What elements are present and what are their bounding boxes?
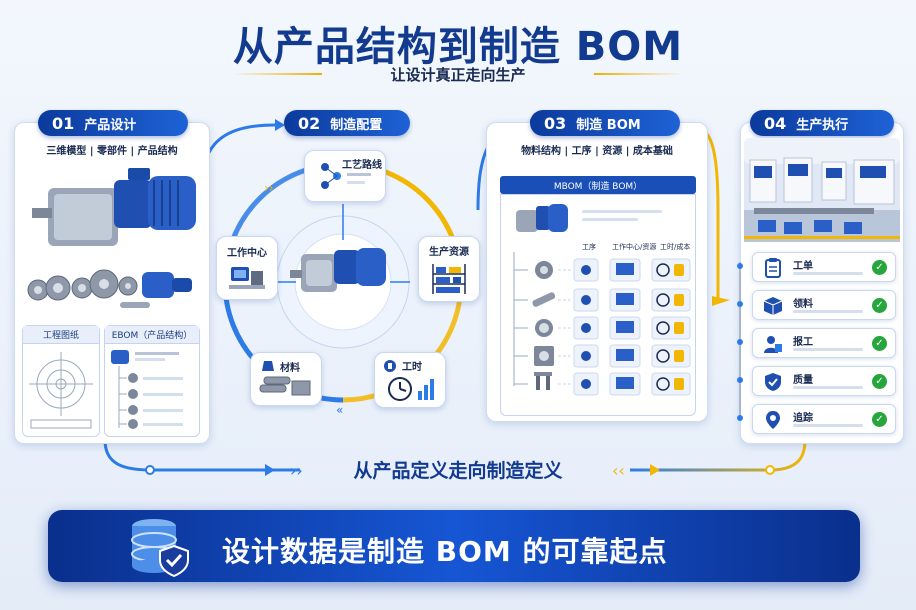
box-icon <box>763 297 783 315</box>
task-quality[interactable]: 质量 ✓ <box>752 366 896 396</box>
step-04-label: 生产执行 <box>796 117 849 133</box>
ebom-card: EBOM（产品结构） <box>104 325 200 437</box>
database-shield-icon <box>131 519 189 578</box>
mbom-header: MBOM（制造 BOM） <box>500 176 696 194</box>
gearbox-3d-model-image <box>32 168 196 246</box>
task-tracking-bar <box>793 424 863 427</box>
check-icon: ✓ <box>872 412 887 427</box>
step-03-badge: 03 制造 BOM <box>530 110 680 136</box>
task-work-order-label: 工单 <box>793 261 813 272</box>
conclusion-text: 设计数据是制造 BOM 的可靠起点 <box>222 535 668 568</box>
config-node-work-center-label: 工作中心 <box>227 247 267 259</box>
config-node-hours-label: 工时 <box>402 360 422 373</box>
step-04-badge: 04 生产执行 <box>750 110 894 136</box>
shield-check-icon <box>765 373 781 391</box>
config-node-hours[interactable]: 工时 <box>374 352 446 408</box>
material-bars-icon: 材料 <box>259 361 311 396</box>
technical-drawing-icon <box>29 352 93 429</box>
check-icon: ✓ <box>872 298 887 313</box>
clipboard-icon <box>765 258 781 278</box>
step-01-tagline: 三维模型 | 零部件 | 产品结构 <box>46 146 178 157</box>
mbom-root-line-1 <box>582 210 662 213</box>
step-03-number: 03 <box>544 113 567 133</box>
worker-icon <box>764 336 782 353</box>
svg-text:‹‹: ‹‹ <box>612 461 625 480</box>
step-03-label: 制造 BOM <box>576 117 641 133</box>
task-material-issue[interactable]: 领料 ✓ <box>752 290 896 320</box>
check-icon: ✓ <box>872 336 887 351</box>
page-subtitle: 让设计真正走向生产 <box>390 66 526 84</box>
task-work-order[interactable]: 工单 ✓ <box>752 252 896 282</box>
step-02-label: 制造配置 <box>330 117 383 133</box>
config-node-work-center[interactable]: 工作中心 <box>216 236 278 300</box>
step-01-label: 产品设计 <box>84 117 137 133</box>
config-node-material[interactable]: 材料 <box>250 352 322 406</box>
exploded-parts-image <box>27 269 192 308</box>
task-report-work[interactable]: 报工 ✓ <box>752 328 896 358</box>
check-icon: ✓ <box>872 374 887 389</box>
location-pin-icon <box>766 411 780 429</box>
ebom-tree-icon <box>111 350 183 429</box>
page-title: 从产品结构到制造 BOM <box>232 24 684 70</box>
step-02-badge: 02 制造配置 <box>284 110 410 136</box>
engineering-drawing-label: 工程图纸 <box>23 326 99 344</box>
mbom-col-workcenter: 工作中心/资源 <box>612 243 657 251</box>
step-01-badge: 01 产品设计 <box>38 110 188 136</box>
step-04-number: 04 <box>764 113 787 133</box>
flow-caption: 从产品定义走向制造定义 <box>353 460 563 482</box>
svg-text:››: ›› <box>290 461 303 480</box>
task-tracking-label: 追踪 <box>793 413 813 424</box>
subtitle-divider-right <box>594 73 684 75</box>
task-tracking[interactable]: 追踪 ✓ <box>752 404 896 434</box>
mbom-root-line-2 <box>582 218 638 221</box>
config-node-process-route[interactable] <box>304 150 386 202</box>
config-node-material-label: 材料 <box>280 361 300 374</box>
config-node-resources[interactable]: 生产资源 <box>418 236 480 302</box>
step-02-number: 02 <box>298 113 321 133</box>
task-material-issue-bar <box>793 310 863 313</box>
mbom-root-gearbox-image <box>516 204 568 232</box>
task-material-issue-label: 领料 <box>793 299 813 310</box>
svg-text:«: « <box>336 403 343 417</box>
mbom-col-hours-cost: 工时/成本 <box>660 243 691 251</box>
task-quality-label: 质量 <box>793 375 813 386</box>
engineering-drawing-card: 工程图纸 <box>22 325 100 437</box>
process-route-icon <box>321 163 371 189</box>
config-node-process-route-label: 工艺路线 <box>342 160 382 171</box>
check-icon: ✓ <box>872 260 887 275</box>
task-work-order-bar <box>793 272 863 275</box>
task-quality-bar <box>793 386 863 389</box>
config-node-resources-label: 生产资源 <box>429 246 469 258</box>
clock-icon: 工时 <box>384 360 434 401</box>
step-03-tagline: 物料结构 | 工序 | 资源 | 成本基础 <box>521 146 673 157</box>
task-report-work-bar <box>793 348 863 351</box>
shelf-icon <box>432 263 466 294</box>
workstation-icon <box>229 266 265 289</box>
subtitle-divider-left <box>232 73 322 75</box>
mbom-rows <box>513 252 691 396</box>
factory-floor-image <box>744 138 900 242</box>
step-01-number: 01 <box>52 113 75 133</box>
execution-timeline <box>737 262 743 421</box>
svg-text:››: ›› <box>264 181 274 195</box>
mbom-col-operation: 工序 <box>582 243 596 251</box>
task-report-work-label: 报工 <box>793 337 813 348</box>
ebom-label: EBOM（产品结构） <box>105 326 199 344</box>
